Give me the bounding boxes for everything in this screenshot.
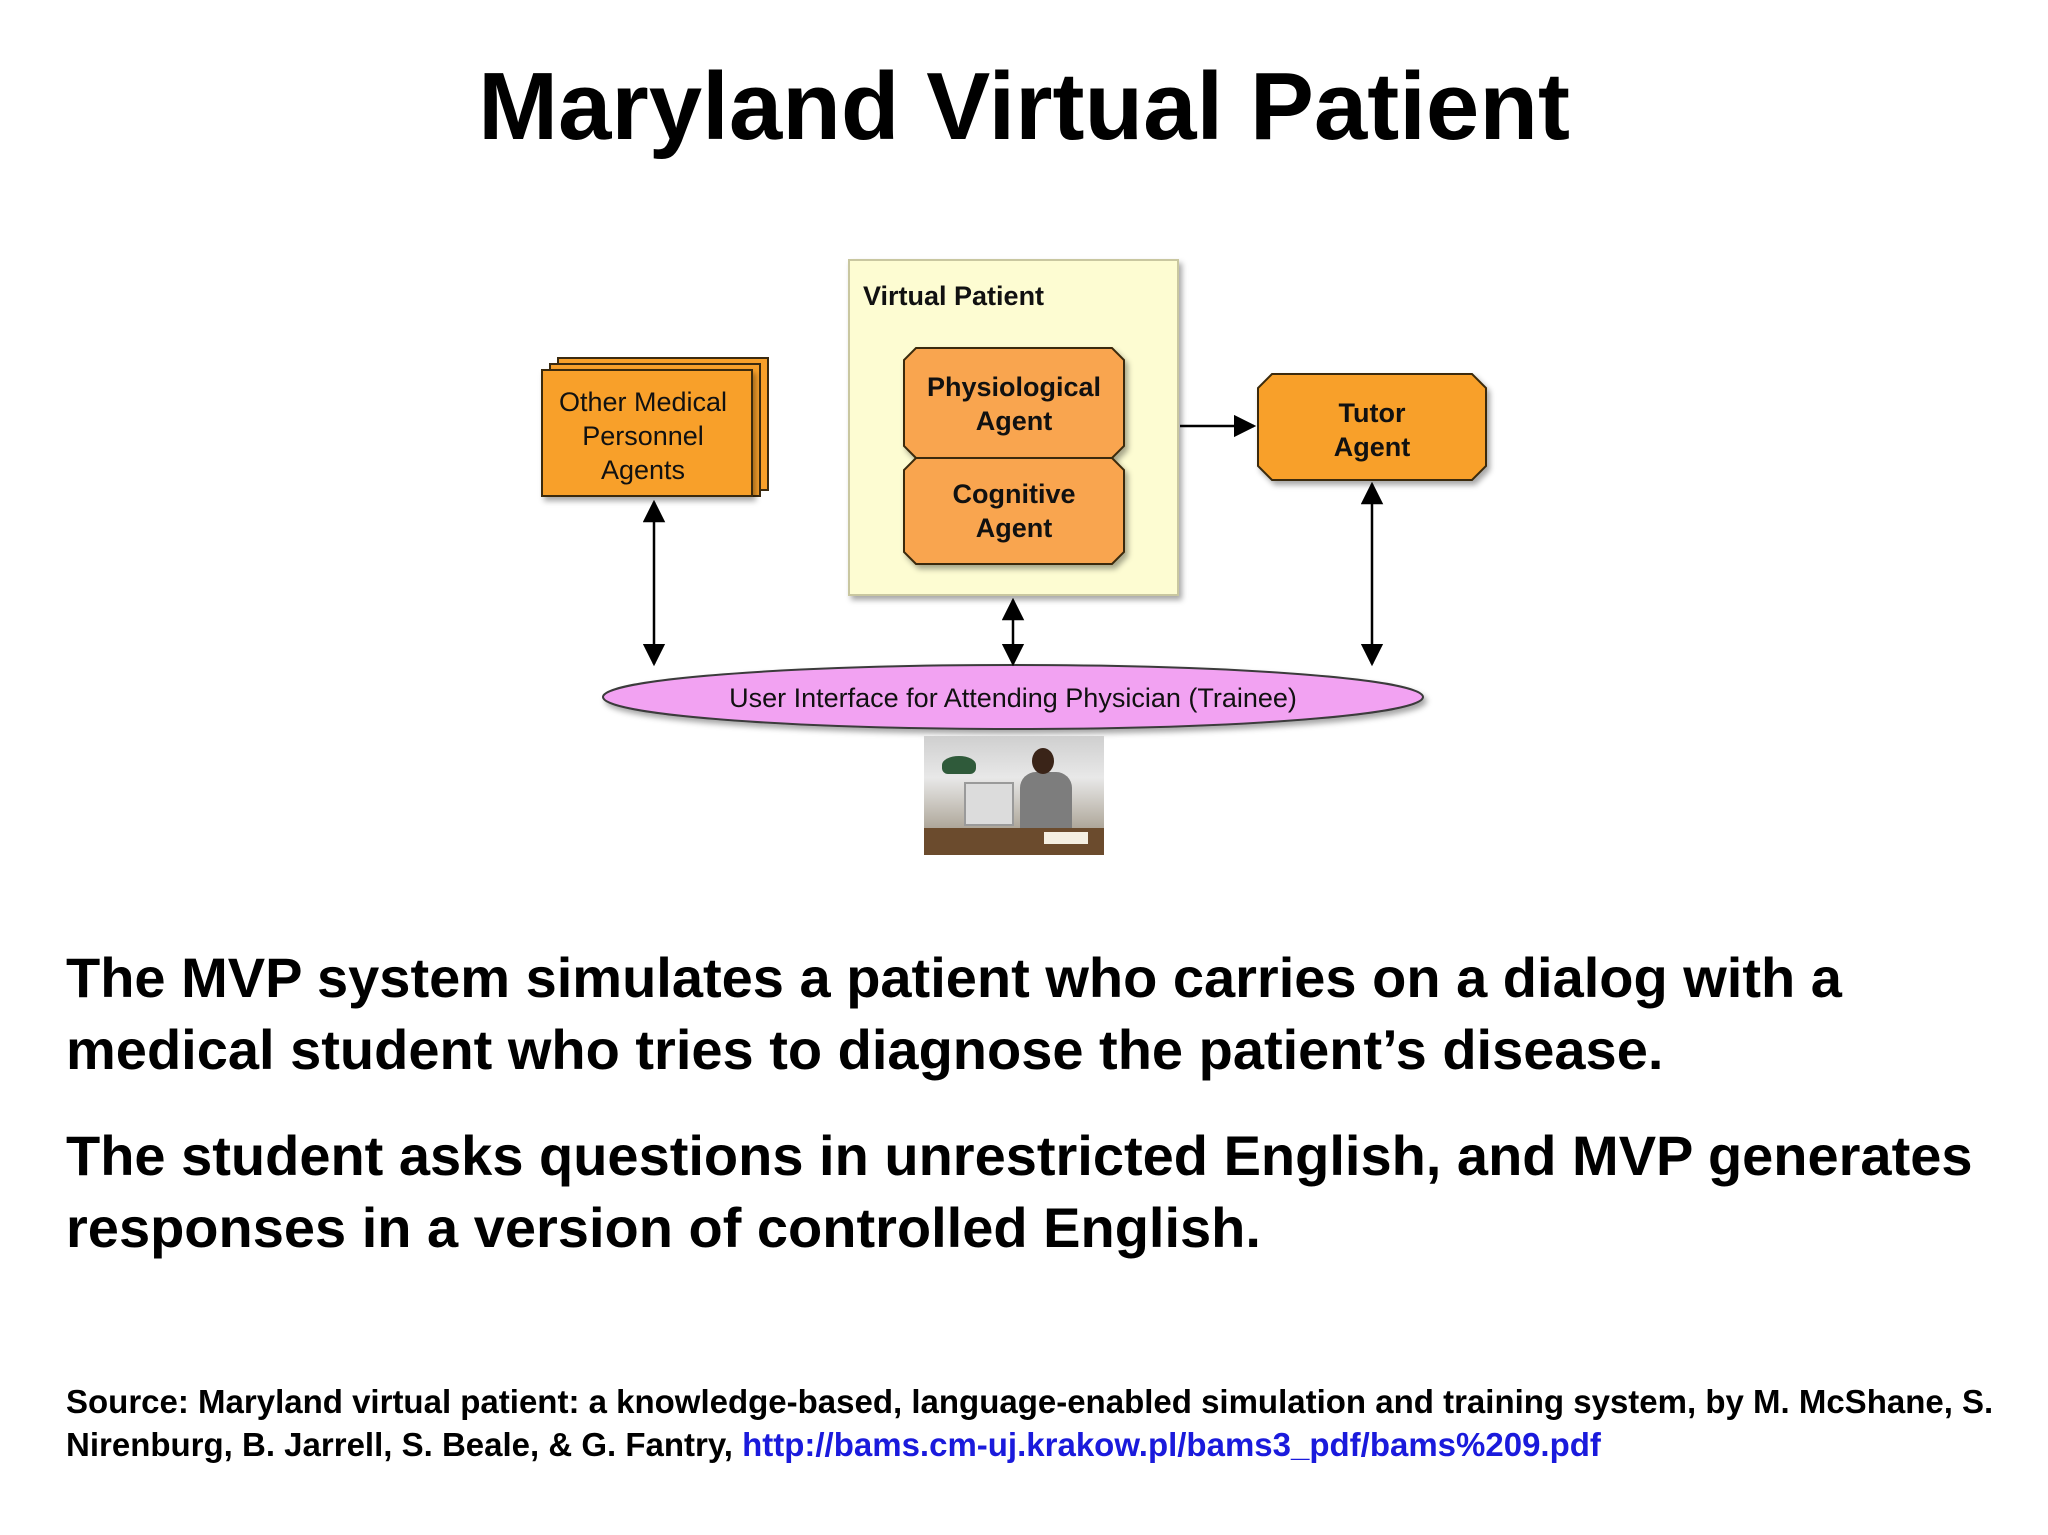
user-interface-node: User Interface for Attending Physician (…: [602, 664, 1424, 730]
tutor-agent-line1: Tutor: [1339, 398, 1406, 428]
source-citation: Source: Maryland virtual patient: a know…: [66, 1380, 2006, 1466]
lamp-icon: [942, 756, 976, 774]
source-text: Source: Maryland virtual patient: a know…: [66, 1383, 1994, 1463]
other-medical-line3: Agents: [601, 455, 685, 485]
person-body: [1020, 772, 1072, 834]
tutor-agent-line2: Agent: [1334, 432, 1411, 462]
paragraph-dialog-description: The student asks questions in unrestrict…: [66, 1124, 1973, 1259]
cognitive-agent-line2: Agent: [976, 513, 1053, 543]
cognitive-agent-line1: Cognitive: [952, 479, 1075, 509]
virtual-patient-label: Virtual Patient: [863, 281, 1044, 311]
person-head: [1032, 748, 1054, 774]
other-medical-line2: Personnel: [582, 421, 704, 451]
other-medical-line1: Other Medical: [559, 387, 727, 417]
tutor-agent-node: Tutor Agent: [1257, 373, 1487, 481]
user-interface-label: User Interface for Attending Physician (…: [729, 683, 1297, 713]
cognitive-agent-node: Cognitive Agent: [903, 457, 1125, 565]
monitor-icon: [964, 782, 1014, 826]
source-link[interactable]: http://bams.cm-uj.krakow.pl/bams3_pdf/ba…: [742, 1426, 1601, 1463]
physiological-agent-line1: Physiological: [927, 372, 1101, 402]
physiological-agent-node: Physiological Agent: [903, 347, 1125, 459]
physiological-agent-line2: Agent: [976, 406, 1053, 436]
other-medical-personnel-node: Other Medical Personnel Agents: [541, 357, 769, 497]
trainee-photo: [924, 736, 1104, 855]
paragraph-system-description: The MVP system simulates a patient who c…: [66, 946, 1842, 1081]
architecture-diagram: Virtual Patient Physiological Agent Cogn…: [541, 259, 1487, 730]
papers: [1044, 832, 1088, 844]
page-title: Maryland Virtual Patient: [478, 53, 1570, 160]
